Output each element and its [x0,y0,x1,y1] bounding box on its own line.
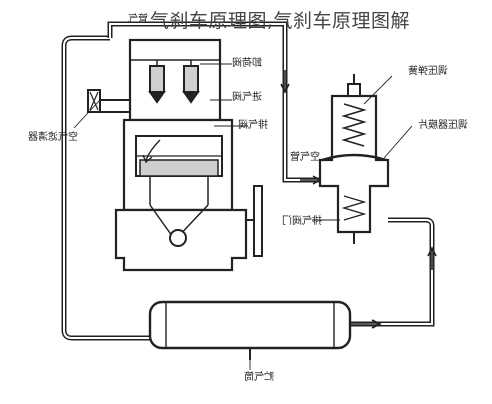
regulator-body [318,94,390,234]
label-air-filter: 空气滤清器 [28,130,78,143]
label-exhaust-valve: 排气阀 [238,118,268,131]
label-regulator-spring: 调压弹簧 [408,64,448,77]
label-regulator-diaphragm: 调压器膜片 [418,118,468,131]
label-exhaust-valve-gate: 排气阀门 [282,214,322,227]
air-tank [148,300,352,350]
image-caption: 气刹车原理图,气刹车原理图解 [150,10,411,32]
pulley [253,185,263,257]
regulator-diaphragm [321,153,387,162]
regulator-spring [341,103,367,147]
compressor-head [128,38,222,122]
tank-to-regulator-pipe [350,217,435,327]
label-top-pipe: 管气 [128,12,148,25]
label-air-pipe: 空气管 [290,150,320,163]
label-unload-valve: 卸荷阀 [232,56,262,69]
label-intake-valve: 进气阀 [232,90,262,103]
label-air-tank: 贮气筒 [244,370,274,383]
